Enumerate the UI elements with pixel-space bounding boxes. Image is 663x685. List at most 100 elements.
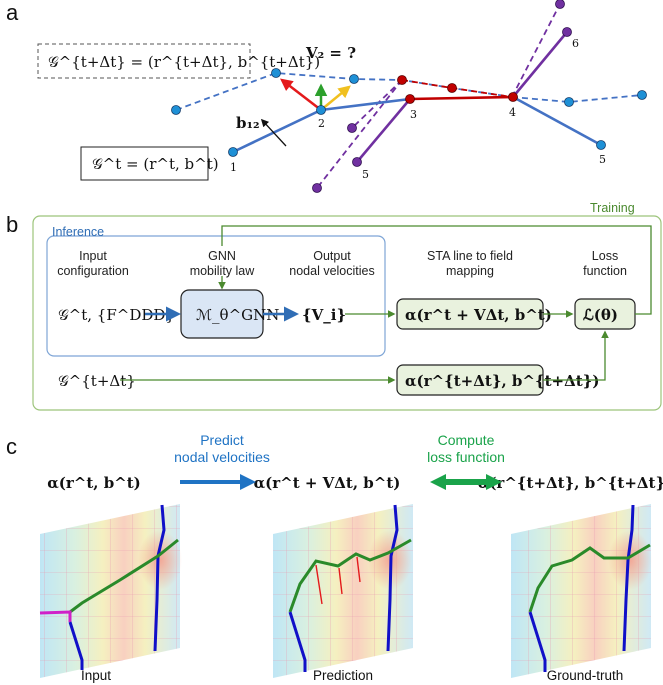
predict-arrow [180,474,256,490]
flow-training-loop [221,225,652,315]
dislocation-line-blue-bottom [528,611,547,672]
next-graph-expr: 𝒢^{t+Δt} [58,372,136,390]
alpha-input-title: α(r^t, b^t) [47,474,141,492]
node-marker [352,157,362,167]
training-label: Training [590,201,635,215]
field-hotspot [608,530,652,590]
dislocation-line-magenta [39,610,72,622]
caption-truth: Ground-truth [547,668,624,683]
node-marker [347,123,357,133]
panel-a-letter: a [6,0,19,25]
graph-now-label: 𝒢^t = (r^t, b^t) [92,155,219,173]
col-gnn-line2: mobility law [190,264,256,278]
node-marker [447,83,457,93]
inference-label: Inference [52,225,104,239]
loss-arrow [430,474,502,490]
node-marker [349,74,359,84]
velocity-arrow [338,567,343,595]
node-label-4: 4 [509,106,516,119]
future-line-blue-right [511,94,643,103]
alpha-pred-title: α(r^t + VΔt, b^t) [254,474,401,492]
velocity-arrows [280,78,351,111]
velocity-arrow-yellow [320,85,351,111]
field-hotspot [138,530,182,590]
dislocation-line-green [69,538,179,614]
node-marker [228,147,238,157]
current-line-purple-left [356,98,411,163]
node-marker [316,105,326,115]
node-marker [271,68,281,78]
panel-c-letter: c [6,434,17,459]
graph-next-box [37,43,251,79]
field-image-truth [511,504,652,678]
node-label-5-bottom: 5 [362,168,369,181]
inference-frame [46,235,386,357]
node-marker [397,75,407,85]
flow-alpha-next-to-loss [543,330,609,381]
node-marker [171,105,181,115]
node-label-6: 6 [572,37,579,50]
col-input-line2: configuration [57,264,129,278]
node-marker [596,140,606,150]
col-gnn-line1: GNN [208,249,236,263]
velocity-question: V₂ = ? [305,44,356,62]
node-label-2: 2 [318,117,325,130]
graph-now-box [80,146,209,181]
future-line-purple-top [511,3,561,98]
caption-input: Input [81,668,111,683]
current-line-blue-right [512,95,602,147]
dislocation-line-green [528,543,651,613]
dislocation-line-blue [386,504,399,652]
panel-b: b Training Inference Input configuration… [6,201,662,411]
node-marker [405,94,415,104]
col-loss-line1: Loss [592,249,618,263]
node-label-1: 1 [230,161,237,174]
dislocation-line-blue [622,504,635,652]
node-marker [312,183,322,193]
node-marker [555,0,565,9]
velocity-arrow-red [280,78,322,111]
predict-action-line1: Predict [200,432,244,448]
burgers-label: b₁₂ [236,114,260,132]
future-line-purple-bottom [316,79,403,189]
future-line-red [401,79,513,98]
col-sta-line1: STA line to field [427,249,513,263]
caption-prediction: Prediction [313,668,373,683]
current-line-purple-top [512,31,568,98]
velocity-arrow [356,556,361,583]
predict-action-line2: nodal velocities [174,449,270,465]
graph-next-label: 𝒢^{t+Δt} = (r^{t+Δt}, b^{t+Δt}) [48,53,320,71]
loss-action-line2: loss function [427,449,505,465]
alpha-next-expr: α(r^{t+Δt}, b^{t+Δt}) [405,372,599,390]
col-output-line1: Output [313,249,351,263]
velocity-arrow [315,564,323,605]
col-input-line1: Input [79,249,107,263]
dislocation-line-blue-bottom [68,621,84,670]
alpha-pred-expr: α(r^t + VΔt, b^t) [405,306,552,324]
node-marker [562,27,572,37]
field-image-input [39,504,182,678]
burgers-arrow [260,118,287,147]
loss-action-line1: Compute [438,432,495,448]
input-expr: 𝒢^t, {F^DDD} [58,306,175,324]
col-output-line2: nodal velocities [289,264,374,278]
col-sta-line2: mapping [446,264,494,278]
panel-a: a 𝒢^{t+Δt} = (r^{t+Δt}, b^{t+Δt}) 𝒢^t = … [6,0,647,193]
alpha-truth-title: α(r^{t+Δt}, b^{t+Δt}) [478,474,663,492]
panel-b-letter: b [6,212,18,237]
node-marker [508,92,518,102]
current-dislocation [232,31,602,163]
current-line-red [409,95,514,101]
loss-expr: ℒ(θ) [583,306,618,324]
dislocation-line-blue-bottom [288,611,307,672]
node-label-3: 3 [410,108,417,121]
node-label-5-right: 5 [599,153,606,166]
panel-c: c α(r^t, b^t) α(r^t + VΔt, b^t) α(r^{t+Δ… [6,432,663,683]
output-expr: {V_i} [302,306,346,324]
gnn-expr: ℳ_θ^GNN [196,306,279,324]
field-image-prediction [273,504,413,678]
node-markers [171,0,647,193]
node-marker [564,97,574,107]
dislocation-line-green [288,538,412,613]
